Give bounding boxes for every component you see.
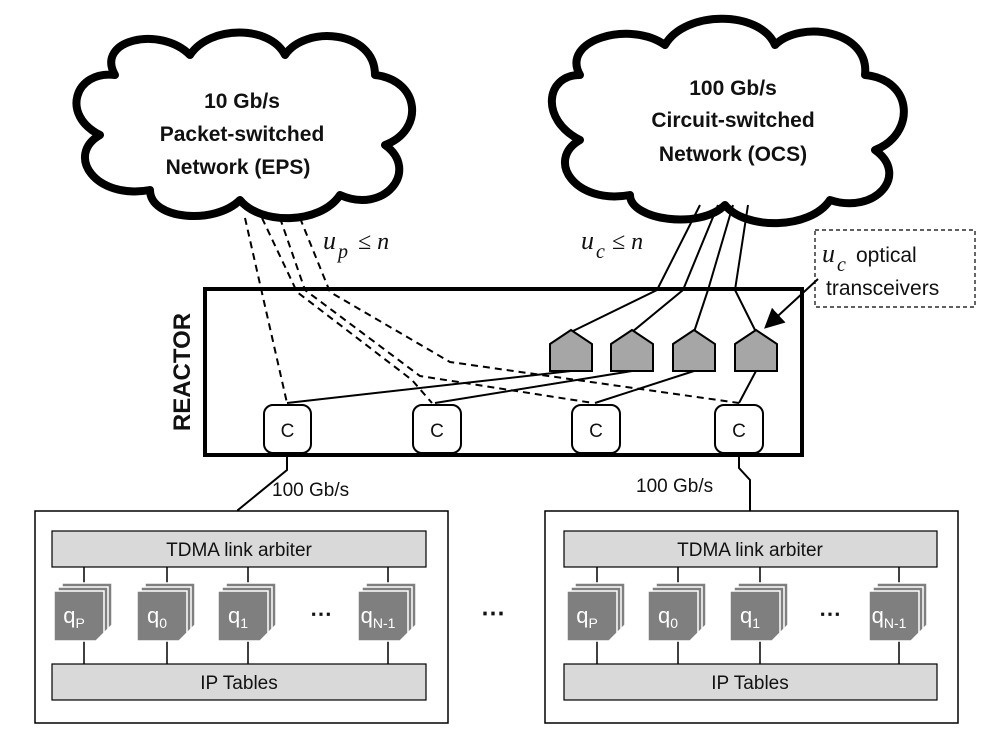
- crossbar-3-label: C: [589, 421, 603, 442]
- crossbar-1-label: C: [281, 421, 295, 442]
- transceiver-4: [734, 328, 778, 372]
- crossbar-2-label: C: [430, 421, 444, 442]
- transceiver-crossbar-links: [286, 370, 757, 404]
- eps-dashed-links: [244, 217, 740, 404]
- transceiver-callout-box: [814, 229, 976, 308]
- ocs-uplink-rel: ≤ n: [612, 229, 643, 255]
- host-left-queue-ellipsis: ⋯: [310, 601, 332, 626]
- queue-left-2: q0: [136, 567, 196, 664]
- eps-uplink-var: u: [323, 226, 336, 255]
- ocs-cloud-speed: 100 Gb/s: [689, 77, 777, 100]
- transceiver-1: [549, 328, 593, 372]
- between-hosts-ellipsis: ⋯: [481, 600, 505, 627]
- host-left-iptables: [51, 663, 427, 701]
- ocs-cloud-name: Network (OCS): [659, 143, 807, 166]
- crossbar-3: C: [571, 404, 621, 454]
- eps-cloud-name: Network (EPS): [166, 156, 311, 179]
- host-right-arbiter: [563, 530, 938, 568]
- queue-left-1: qP: [53, 567, 113, 664]
- ocs-cloud: 100 Gb/s Circuit-switched Network (OCS): [547, 14, 908, 228]
- eps-cloud-speed: 10 Gb/s: [204, 90, 280, 113]
- queue-left-4: qN-1: [357, 567, 417, 664]
- host-right-iptables-label: IP Tables: [711, 673, 788, 694]
- callout-text-1: optical: [856, 244, 917, 267]
- host-right-iptables: [563, 663, 938, 701]
- queue-right-2: q0: [647, 567, 707, 664]
- eps-cloud: 10 Gb/s Packet-switched Network (EPS): [72, 28, 416, 223]
- queue-left-3: q1: [217, 567, 277, 664]
- host-right-queue-ellipsis: ⋯: [819, 601, 841, 626]
- ocs-uplink-var: u: [581, 226, 594, 255]
- callout-arrow: [764, 278, 819, 329]
- eps-link-4: [299, 217, 740, 404]
- eps-cloud-type: Packet-switched: [160, 123, 325, 146]
- host-left-iptables-label: IP Tables: [200, 673, 277, 694]
- queue-right-1: qP: [566, 567, 626, 664]
- crossbars: C C C C: [263, 404, 764, 454]
- callout-var: u: [822, 239, 835, 268]
- ocs-cloud-type: Circuit-switched: [651, 109, 814, 132]
- host-left-arbiter-label: TDMA link arbiter: [166, 540, 312, 561]
- right-link-speed: 100 Gb/s: [636, 476, 713, 497]
- eps-uplink-sub: p: [336, 241, 348, 263]
- callout-text-2: transceivers: [826, 277, 939, 300]
- crossbar-4-label: C: [732, 421, 746, 442]
- host-left-arbiter: [51, 530, 427, 568]
- eps-link-3: [279, 217, 594, 404]
- transceiver-3: [672, 328, 716, 372]
- reactor-label: REACTOR: [169, 313, 196, 431]
- eps-link-2: [261, 217, 433, 404]
- ocs-link-2: [631, 204, 719, 333]
- crossbar-1: C: [263, 404, 312, 454]
- host-right-arbiter-label: TDMA link arbiter: [677, 540, 823, 561]
- ocs-link-1: [570, 204, 701, 333]
- ocs-solid-links: [570, 204, 757, 333]
- crossbar-2: C: [412, 404, 462, 454]
- eps-link-1: [244, 217, 288, 404]
- queue-right-4: qN-1: [868, 567, 928, 664]
- transceiver-2: [610, 328, 654, 372]
- queue-right-3: q1: [729, 567, 789, 664]
- left-link-speed: 100 Gb/s: [272, 480, 349, 501]
- eps-uplink-rel: ≤ n: [358, 229, 389, 255]
- crossbar-4: C: [714, 404, 764, 454]
- right-host-link: [738, 453, 751, 530]
- callout-sub: c: [837, 254, 846, 276]
- ocs-link-3: [693, 204, 734, 333]
- ocs-link-4: [733, 204, 757, 333]
- ocs-uplink-sub: c: [596, 241, 605, 263]
- optical-transceivers: [549, 328, 778, 372]
